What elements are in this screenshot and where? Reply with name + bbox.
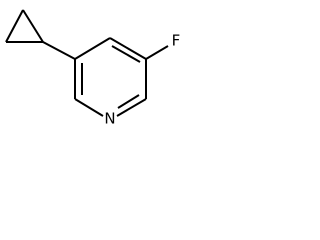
- molecule-svg: F N: [5, 9, 181, 128]
- cyclopropyl-bond-right: [22, 9, 44, 43]
- cyclopropyl-attachment-bond: [42, 41, 76, 60]
- ring-bond-c3-c4: [74, 37, 111, 60]
- ring-bond-c4-c5: [109, 37, 147, 60]
- ring-bond-n-c2: [74, 98, 104, 117]
- ring-bond-c6-n: [116, 98, 147, 117]
- ring-double-bond-bottom: [117, 94, 140, 109]
- cyclopropyl-ring: [5, 9, 44, 43]
- structure-diagram: F N: [0, 0, 190, 128]
- cyclopropyl-bond-left: [5, 9, 24, 43]
- pyridine-ring: [74, 37, 147, 117]
- nitrogen-atom-label: N: [104, 110, 115, 128]
- fluorine-atom-label: F: [172, 32, 181, 50]
- fluorine-bond: [145, 45, 169, 60]
- ring-double-bond-top: [111, 45, 141, 63]
